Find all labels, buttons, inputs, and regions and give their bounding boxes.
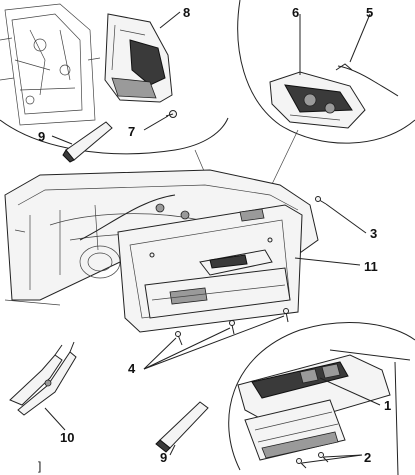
callout-1: 1 [384,398,391,413]
callout-labels: 8 6 5 7 9 3 11 4 1 2 10 9 ] [38,5,391,473]
leader-8 [159,11,181,29]
screws-2 [296,452,329,469]
leader-7 [143,115,169,131]
corner-mark: ] [38,459,41,473]
leader-11 [294,257,361,266]
callout-6: 6 [292,5,299,20]
leader-4c [143,315,285,370]
screw-3 [315,196,327,205]
screw-7 [165,110,177,118]
leader-10 [44,407,66,431]
callout-2: 2 [364,450,371,465]
callout-11: 11 [364,259,378,274]
callout-7: 7 [128,124,135,139]
callout-3: 3 [370,226,377,241]
leader-4a [143,337,177,370]
leader-1 [319,377,381,406]
callout-9-upper: 9 [38,129,45,144]
leader-9-upper [51,135,73,145]
callout-4: 4 [128,361,136,376]
leader-3 [325,203,367,234]
leader-lines [44,11,381,464]
detail-circle-left [0,3,229,155]
door-trim-panel [117,204,303,333]
mirror-trim-panel [104,13,173,103]
callout-8: 8 [183,5,190,20]
leader-2b [323,454,363,458]
screws-4 [175,308,289,346]
leader-5 [349,13,371,63]
leader-9-lower [169,444,176,456]
clip-pliers-tool [9,341,77,416]
pry-tool-lower [155,401,209,453]
callout-5: 5 [366,5,373,20]
callout-9-lower: 9 [160,450,167,465]
leader-4b [143,327,231,370]
detail-circle-bottom-right [228,322,415,475]
leader-2a [301,454,363,464]
pry-tool-upper [62,121,113,163]
detail-circle-right [237,0,415,144]
callout-10: 10 [60,430,74,445]
